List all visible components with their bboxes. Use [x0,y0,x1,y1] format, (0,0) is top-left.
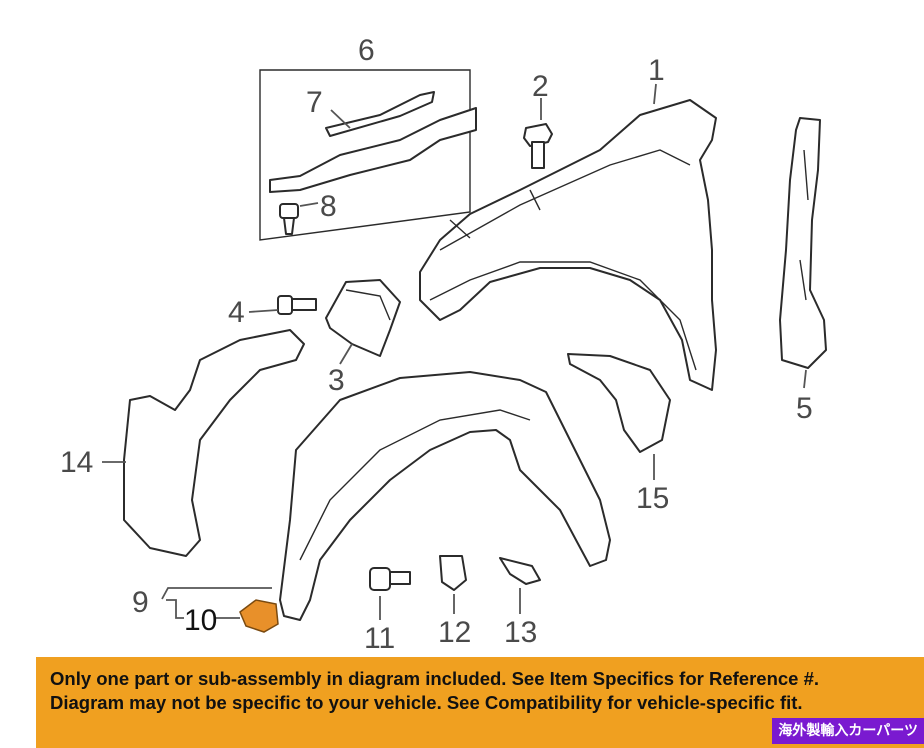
part-nut-10 [239,599,279,633]
part-group-box-6 [259,69,477,241]
callout-14: 14 [60,446,93,479]
callout-6: 6 [358,34,375,67]
part-shield-15 [567,353,671,453]
leader-lines [102,83,807,620]
callout-8: 8 [320,190,337,223]
callout-9: 9 [132,586,149,619]
callout-labels: 1 2 3 4 5 6 7 8 9 10 11 12 13 14 15 [60,34,813,655]
part-seal-14 [123,329,305,557]
callout-15: 15 [636,482,669,515]
disclaimer-banner: Only one part or sub-assembly in diagram… [36,657,924,748]
part-bolt-4 [277,295,317,315]
callout-4: 4 [228,296,245,329]
callout-13: 13 [504,616,537,649]
part-bolt-2 [523,123,553,169]
shop-stamp-badge: 海外製輸入カーパーツ [772,718,924,744]
part-bolt-11 [369,567,411,591]
callout-1: 1 [648,54,665,87]
part-fender [419,99,717,391]
callout-11: 11 [364,622,395,655]
part-seal-5 [779,117,827,369]
callout-10: 10 [184,604,217,637]
callout-3: 3 [328,364,345,397]
disclaimer-line-2: Diagram may not be specific to your vehi… [50,692,803,713]
part-clip-12 [439,555,467,591]
callout-5: 5 [796,392,813,425]
part-pin-13 [499,557,541,585]
part-bracket-3 [325,279,401,357]
disclaimer-line-1: Only one part or sub-assembly in diagram… [50,668,820,689]
callout-2: 2 [532,70,549,103]
callout-12: 12 [438,616,471,649]
callout-7: 7 [306,86,323,119]
part-clip-8 [279,203,299,235]
part-fender-liner-9 [279,371,611,621]
